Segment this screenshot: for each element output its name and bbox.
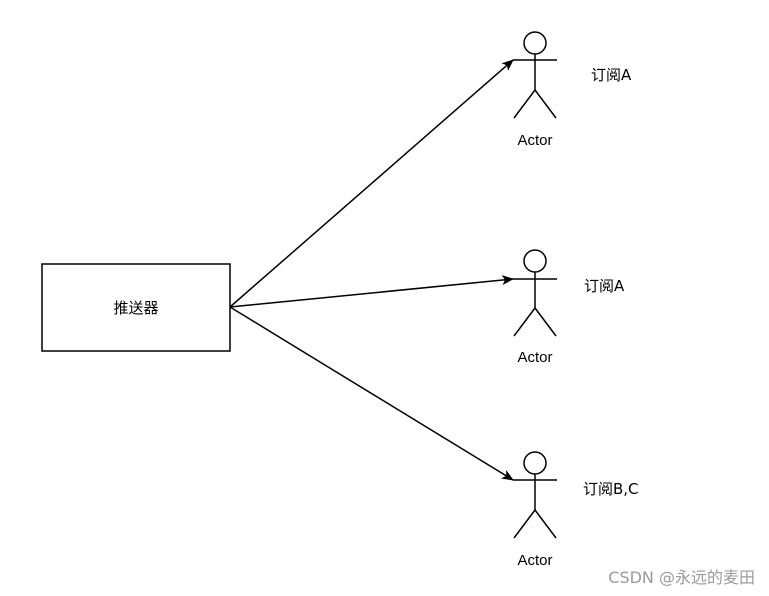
arrow-to-actor-1	[229, 59, 514, 308]
csdn-watermark: CSDN @永远的麦田	[608, 568, 755, 587]
arrow-to-actor-2	[229, 275, 514, 308]
connections	[229, 59, 514, 481]
actor-2-subscription: 订阅A	[584, 277, 625, 295]
pusher-box	[41, 263, 231, 352]
actor-2-label: Actor	[517, 349, 552, 366]
pusher-node[interactable]: 推送器	[41, 263, 231, 352]
actor-2[interactable]: Actor 订阅A	[513, 249, 625, 366]
actor-1-subscription: 订阅A	[591, 66, 632, 84]
actor-1-label: Actor	[517, 132, 552, 149]
actor-3[interactable]: Actor 订阅B,C	[513, 451, 639, 569]
pusher-label: 推送器	[113, 299, 158, 317]
arrow-to-actor-3	[229, 306, 514, 481]
actor-1[interactable]: Actor 订阅A	[513, 31, 632, 149]
actor-figure-icon	[513, 31, 557, 119]
actor-figure-icon	[513, 249, 557, 337]
actor-3-subscription: 订阅B,C	[583, 480, 639, 498]
actor-figure-icon	[513, 451, 557, 539]
actor-3-label: Actor	[517, 552, 552, 569]
